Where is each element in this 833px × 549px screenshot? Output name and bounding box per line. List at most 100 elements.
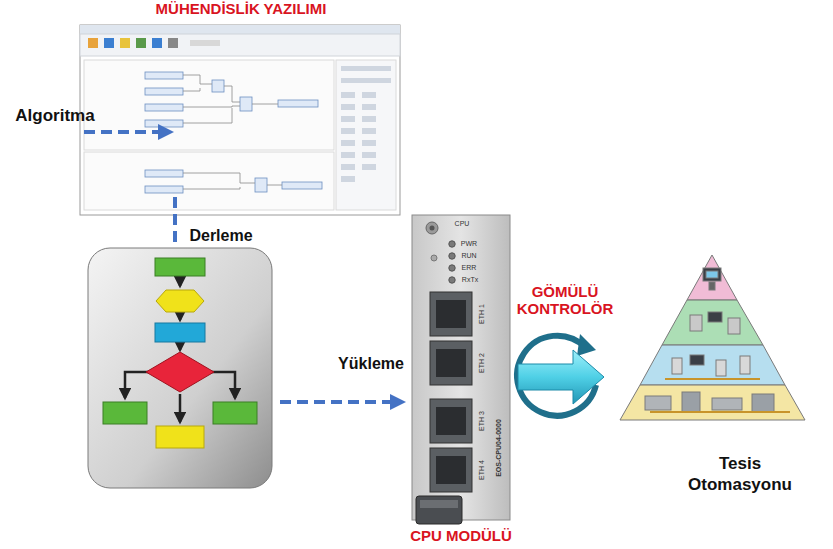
software-screenshot bbox=[145, 104, 183, 111]
software-screenshot bbox=[88, 38, 98, 48]
software-screenshot bbox=[341, 116, 355, 122]
flowchart-icon bbox=[88, 248, 272, 488]
software-screenshot bbox=[80, 25, 400, 34]
flowchart-icon bbox=[88, 248, 272, 488]
cpu-module-drawing bbox=[449, 253, 455, 259]
software-screenshot bbox=[362, 128, 376, 134]
automation-pyramid bbox=[716, 360, 726, 376]
automation-pyramid-box: Tesis Otomasyonu bbox=[645, 245, 833, 495]
flowchart-icon bbox=[125, 276, 235, 422]
automation-pyramid bbox=[690, 315, 702, 331]
cpu-module: CPU MODÜLÜ bbox=[405, 210, 517, 545]
flowchart-icon bbox=[179, 312, 182, 320]
flowchart-icon bbox=[155, 323, 205, 342]
software-screenshot bbox=[362, 92, 376, 98]
software-screenshot bbox=[183, 75, 282, 189]
flowchart-icon bbox=[125, 372, 148, 398]
software-screenshot bbox=[362, 140, 376, 146]
controller-label: GÖMÜLÜ KONTROLÖR bbox=[508, 283, 623, 318]
cpu-module-drawing bbox=[412, 215, 510, 524]
node-heading: MÜHENDİSLİK YAZILIMI bbox=[156, 0, 327, 18]
software-screenshot bbox=[341, 66, 391, 182]
software-screenshot bbox=[341, 128, 355, 134]
software-screenshot bbox=[80, 25, 400, 215]
software-screenshot bbox=[341, 92, 355, 98]
step-label: Algoritma bbox=[15, 106, 94, 126]
cpu-module-drawing bbox=[430, 399, 472, 443]
cpu-module-drawing bbox=[420, 500, 458, 508]
part-number: EOS-CPU04-0000 bbox=[495, 419, 503, 477]
cpu-module-drawing bbox=[449, 241, 455, 283]
software-screenshot bbox=[341, 78, 391, 83]
port-label: ETH 4 bbox=[478, 460, 486, 480]
automation-pyramid bbox=[703, 268, 721, 281]
software-screenshot bbox=[136, 38, 146, 48]
flowchart-icon bbox=[179, 394, 182, 422]
automation-pyramid bbox=[662, 300, 763, 345]
software-screenshot bbox=[341, 164, 355, 170]
software-screenshot bbox=[362, 152, 376, 158]
flowchart-icon bbox=[156, 426, 204, 448]
automation-pyramid bbox=[640, 345, 785, 385]
software-screenshot bbox=[212, 80, 224, 92]
cpu-module-drawing bbox=[430, 226, 435, 231]
cpu-module-drawing bbox=[430, 341, 472, 385]
cycle-arrow bbox=[577, 334, 596, 356]
software-screenshot bbox=[145, 120, 183, 127]
cycle-arrow bbox=[518, 350, 604, 404]
cpu-module-drawing bbox=[431, 255, 437, 261]
step-label: Derleme bbox=[189, 227, 252, 245]
software-screenshot bbox=[80, 25, 400, 215]
software-screenshot bbox=[336, 60, 396, 210]
software-screenshot bbox=[183, 173, 282, 189]
flowchart-icon bbox=[213, 402, 257, 424]
led-label: RUN bbox=[461, 252, 476, 260]
automation-pyramid bbox=[620, 255, 805, 420]
flowchart-icon bbox=[179, 342, 182, 350]
cpu-module-drawing bbox=[426, 222, 438, 234]
flowchart-icon bbox=[212, 372, 235, 398]
software-screenshot bbox=[341, 66, 391, 71]
led-label: PWR bbox=[461, 240, 477, 248]
cpu-module-drawing bbox=[412, 215, 510, 520]
cpu-module-drawing bbox=[449, 241, 455, 247]
automation-pyramid bbox=[706, 271, 718, 278]
automation-pyramid bbox=[650, 411, 790, 413]
software-screenshot bbox=[145, 88, 183, 95]
cpu-module-drawing bbox=[436, 300, 466, 484]
automation-pyramid bbox=[672, 358, 682, 374]
dashed-arrow bbox=[84, 130, 166, 134]
software-screenshot bbox=[145, 72, 322, 193]
automation-pyramid bbox=[645, 396, 671, 410]
cpu-module-drawing bbox=[430, 448, 472, 492]
led-label: RxTx bbox=[462, 276, 478, 284]
node-heading: Tesis Otomasyonu bbox=[683, 454, 798, 495]
software-screenshot bbox=[341, 104, 355, 110]
automation-pyramid bbox=[752, 394, 774, 412]
flowchart-icon bbox=[156, 290, 204, 312]
software-screenshot bbox=[341, 140, 355, 146]
software-screenshot bbox=[190, 40, 220, 46]
software-screenshot bbox=[278, 100, 318, 107]
software-screenshot bbox=[183, 75, 278, 123]
software-screenshot bbox=[120, 38, 130, 48]
cpu-module-drawing bbox=[436, 407, 466, 435]
port-label: ETH 3 bbox=[478, 411, 486, 431]
port-label: ETH 1 bbox=[478, 304, 486, 324]
software-screenshot bbox=[80, 34, 400, 56]
automation-pyramid bbox=[665, 378, 760, 380]
software-screenshot bbox=[362, 116, 376, 122]
automation-pyramid bbox=[687, 255, 737, 300]
software-screenshot bbox=[145, 72, 183, 79]
port-label: ETH 2 bbox=[478, 353, 486, 373]
software-screenshot bbox=[362, 164, 376, 170]
automation-pyramid bbox=[682, 392, 700, 412]
software-screenshot bbox=[282, 182, 322, 189]
cpu-module-drawing bbox=[430, 292, 472, 336]
automation-pyramid bbox=[740, 356, 750, 374]
led-label: ERR bbox=[462, 264, 477, 272]
software-screenshot bbox=[145, 186, 183, 193]
flowchart-icon bbox=[146, 352, 214, 392]
flowchart-icon bbox=[103, 402, 147, 424]
